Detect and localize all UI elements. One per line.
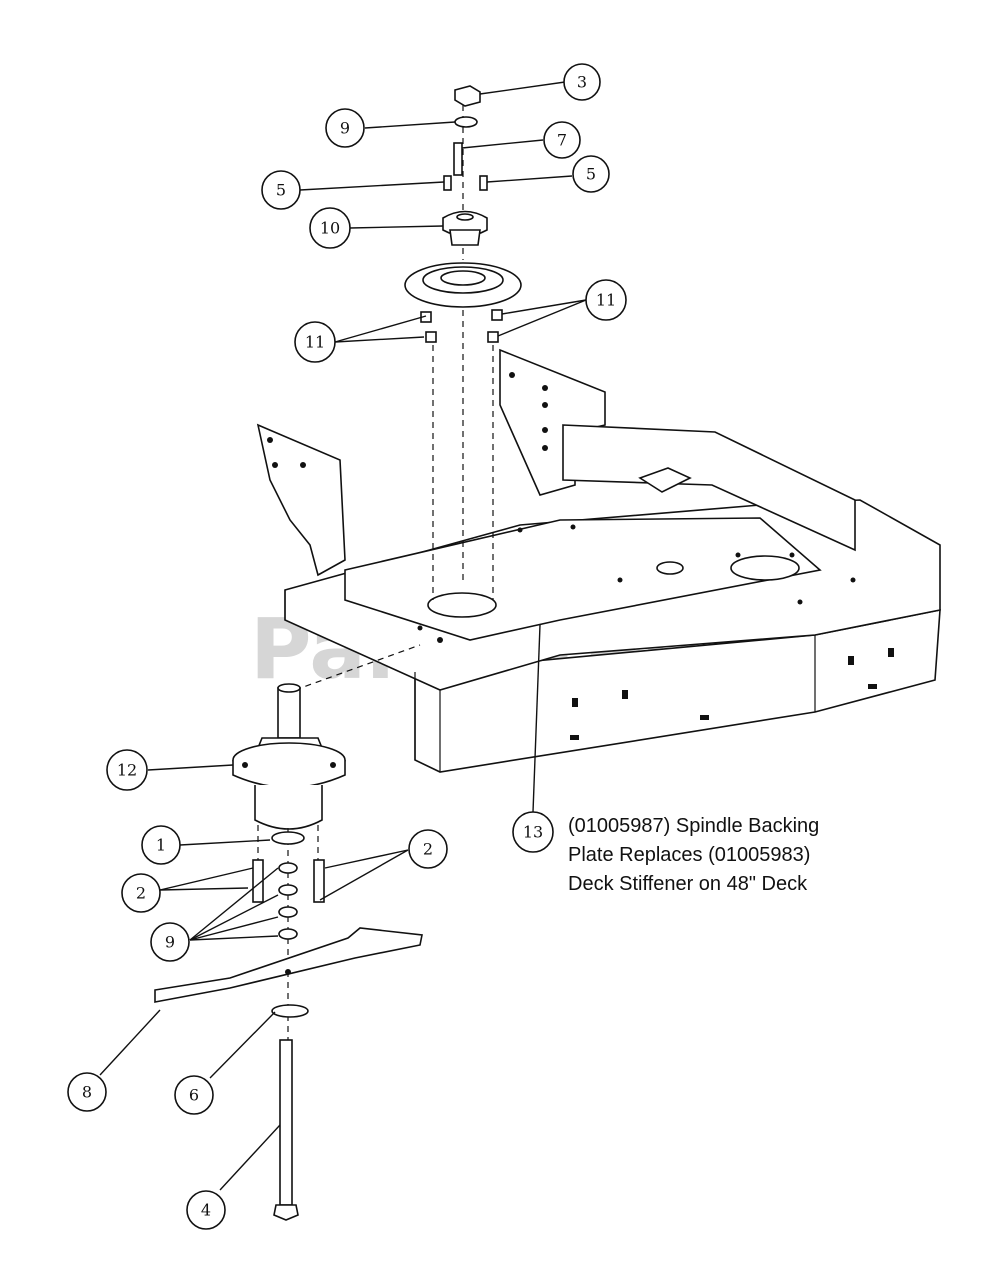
part-note-line-2: Plate Replaces (01005983) (568, 844, 811, 866)
callout-12[interactable]: 12 (106, 749, 148, 791)
callout-9-lower-label: 9 (165, 933, 175, 952)
callout-8[interactable]: 8 (67, 1072, 107, 1112)
callout-2-left[interactable]: 2 (121, 873, 161, 913)
callout-2-right-label: 2 (423, 840, 433, 859)
callout-1-label: 1 (156, 836, 166, 855)
callout-5-right-label: 5 (586, 165, 596, 184)
callout-11-left[interactable]: 11 (294, 321, 336, 363)
callout-7[interactable]: 7 (543, 121, 581, 159)
callout-9-lower[interactable]: 9 (150, 922, 190, 962)
callout-6-label: 6 (189, 1086, 199, 1105)
callout-5-left[interactable]: 5 (261, 170, 301, 210)
callout-6[interactable]: 6 (174, 1075, 214, 1115)
callout-5-right[interactable]: 5 (572, 155, 610, 193)
callout-11-left-label: 11 (305, 333, 325, 352)
callout-3[interactable]: 3 (563, 63, 601, 101)
callout-9-upper-label: 9 (340, 119, 350, 138)
callout-10-label: 10 (320, 219, 340, 238)
callout-11-right-label: 11 (596, 291, 616, 310)
callout-4-label: 4 (201, 1201, 211, 1220)
callout-10[interactable]: 10 (309, 207, 351, 249)
leader-lines (99, 81, 587, 1191)
callout-13-label: 13 (523, 823, 543, 842)
upper-parts (404, 85, 522, 343)
callout-13[interactable]: 13 (512, 811, 554, 853)
callout-3-label: 3 (577, 73, 587, 92)
deck-weldment (256, 348, 941, 773)
callout-8-label: 8 (82, 1083, 92, 1102)
callout-1[interactable]: 1 (141, 825, 181, 865)
lower-parts (154, 683, 423, 1221)
part-note: (01005987) Spindle Backing Plate Replace… (568, 812, 819, 899)
part-note-line-3: Deck Stiffener on 48" Deck (568, 873, 808, 895)
part-note-line-1: (01005987) Spindle Backing (568, 815, 820, 837)
callout-5-left-label: 5 (276, 181, 286, 200)
callout-4[interactable]: 4 (186, 1190, 226, 1230)
callout-12-label: 12 (117, 761, 137, 780)
assembly-lines-upper (294, 105, 494, 691)
callout-11-right[interactable]: 11 (585, 279, 627, 321)
callout-2-right[interactable]: 2 (408, 829, 448, 869)
callout-7-label: 7 (557, 131, 567, 150)
deck-holes (267, 372, 894, 740)
callout-9-upper[interactable]: 9 (325, 108, 365, 148)
callout-2-left-label: 2 (136, 884, 146, 903)
